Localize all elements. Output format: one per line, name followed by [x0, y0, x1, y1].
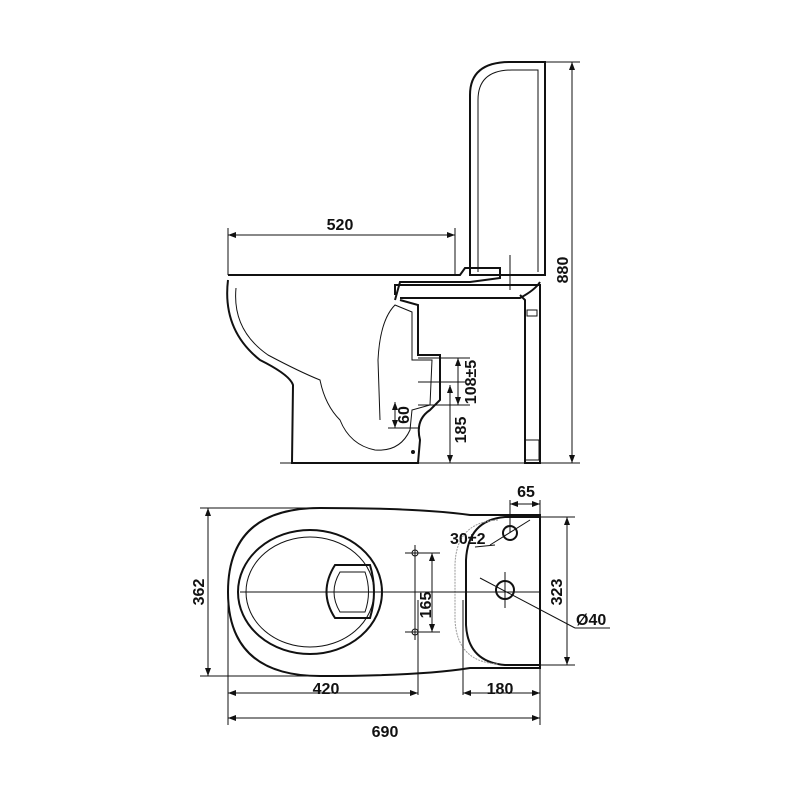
dim-label-420: 420 — [313, 681, 340, 698]
dim-label-108: 108±5 — [463, 360, 480, 404]
bowl-inner-trap — [235, 287, 433, 451]
seat-outline — [228, 267, 501, 301]
dim-label-180: 180 — [487, 681, 514, 698]
bowl-outline — [226, 279, 441, 464]
dim-label-362: 362 — [191, 579, 208, 606]
dim-label-40: Ø40 — [576, 612, 606, 629]
dim-label-880: 880 — [555, 257, 572, 284]
dim-label-323: 323 — [549, 579, 566, 606]
cistern-outline — [469, 61, 546, 276]
bowl-top-outline — [226, 506, 541, 678]
dim-label-185: 185 — [453, 417, 470, 444]
dim-label-520: 520 — [327, 217, 354, 234]
dim-label-30: 30±2 — [450, 531, 486, 548]
side-view: 520 880 108±5 185 60 — [226, 61, 580, 464]
outlet-shape — [325, 564, 375, 619]
dim-label-65: 65 — [517, 484, 535, 501]
dim-label-690: 690 — [372, 724, 399, 741]
top-view: 165 362 323 65 30±2 Ø40 420 180 690 — [191, 484, 610, 741]
dim-label-60: 60 — [396, 406, 413, 424]
dim-label-165: 165 — [418, 592, 435, 619]
